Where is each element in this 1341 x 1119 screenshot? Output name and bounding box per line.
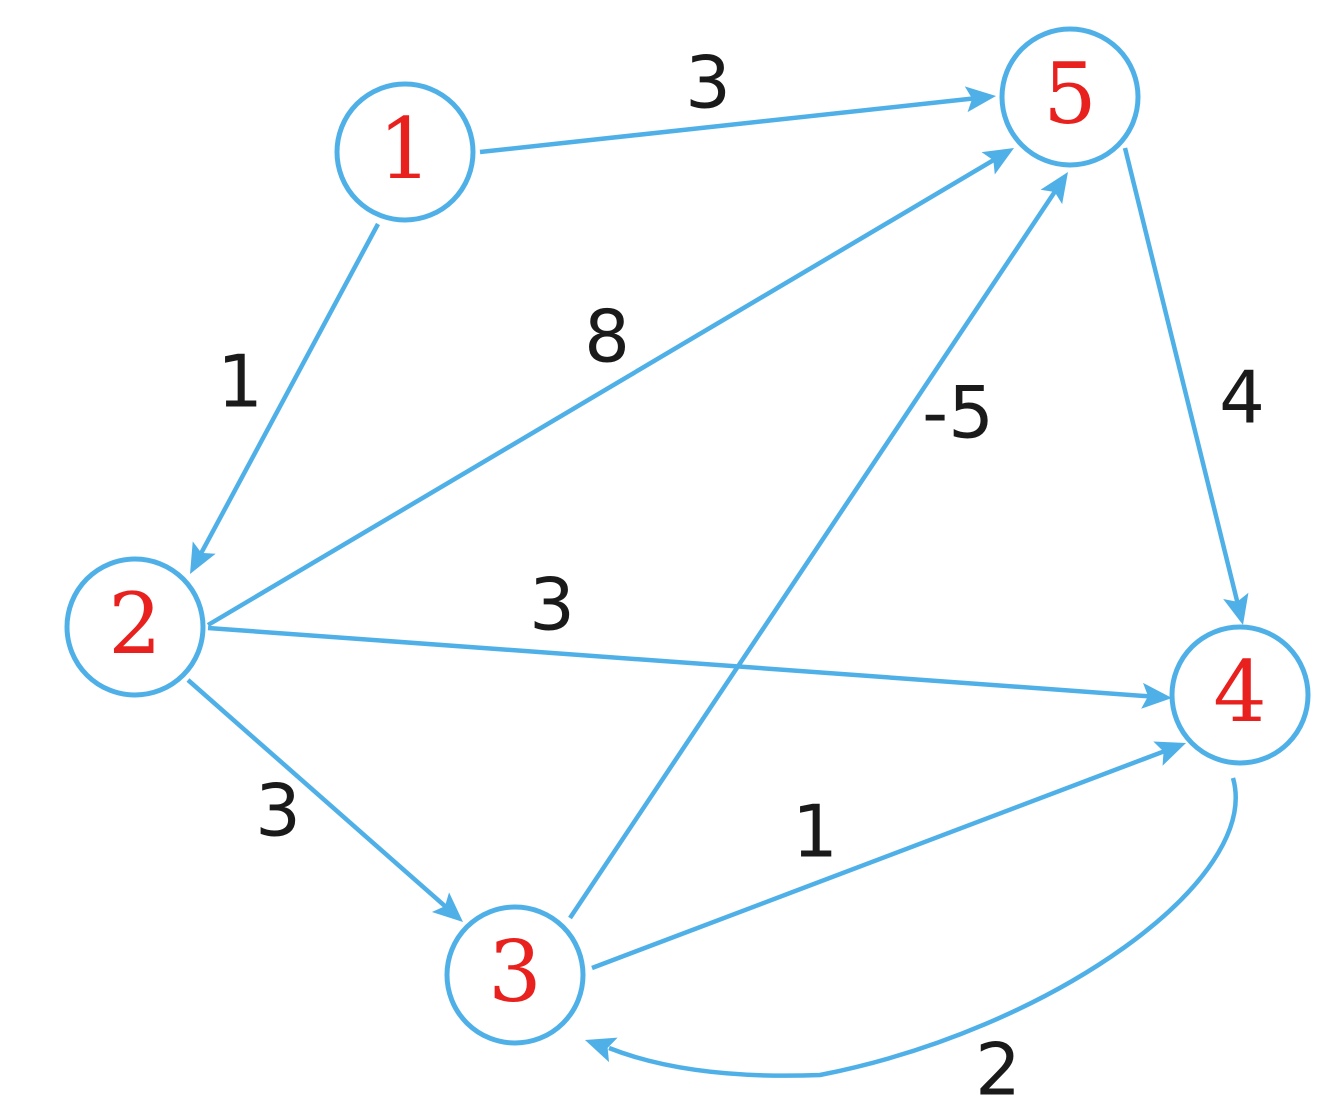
edge-line [186,678,448,910]
node-label: 4 [1213,643,1266,741]
edge-1-to-2 [190,222,380,574]
edge-2-to-3 [186,678,463,922]
node-circle [334,81,476,223]
node-4: 4 [1169,624,1311,766]
node-label: 3 [488,923,541,1021]
edge-line [568,189,1058,920]
edge-2-to-4 [207,625,1172,709]
edge-line [1122,147,1240,605]
edge-line [206,157,997,627]
node-circle [444,904,586,1046]
edge-weight-3-to-4: 1 [792,790,838,874]
arrowhead-icon [585,1037,618,1063]
arrowhead-icon [1153,741,1186,766]
edge-5-to-4 [1122,147,1249,625]
weights-layer: 3 1 8 -5 4 3 3 1 2 [217,41,1265,1112]
node-1: 1 [334,81,476,223]
edge-1-to-5 [479,86,996,155]
node-2: 2 [64,556,206,698]
node-circle [999,26,1141,168]
node-3: 3 [444,904,586,1046]
edge-3-to-5 [568,172,1068,920]
edge-weight-2-to-3: 3 [255,769,301,853]
node-5: 5 [999,26,1141,168]
nodes-layer: 1 2 3 4 5 [64,26,1311,1046]
arrowhead-icon [190,541,216,574]
arrowhead-icon [1141,682,1172,709]
arrowhead-icon [981,148,1014,175]
edge-weight-3-to-5: -5 [922,371,994,455]
edge-3-to-4 [591,741,1186,971]
arrowhead-icon [964,86,996,113]
edge-weight-5-to-4: 4 [1219,356,1265,440]
edge-weight-2-to-5: 8 [584,295,630,379]
node-label: 2 [108,575,161,673]
edge-line [591,748,1167,971]
node-label: 1 [378,100,431,198]
edge-line [198,222,380,556]
edge-weight-1-to-2: 1 [217,340,263,424]
arrowhead-icon [1223,592,1249,625]
edge-line [207,625,1151,699]
edge-line [608,777,1238,1078]
node-circle [64,556,206,698]
node-label: 5 [1043,45,1096,143]
edge-line [479,96,975,155]
edge-4-to-3 [585,777,1238,1078]
node-circle [1169,624,1311,766]
edge-weight-1-to-5: 3 [685,41,731,125]
arrowhead-icon [1040,172,1068,205]
edge-weight-2-to-4: 3 [529,563,575,647]
edge-weight-4-to-3: 2 [975,1028,1021,1112]
arrowhead-icon [431,892,463,922]
edges-layer [186,86,1249,1078]
edge-2-to-5 [206,148,1014,627]
